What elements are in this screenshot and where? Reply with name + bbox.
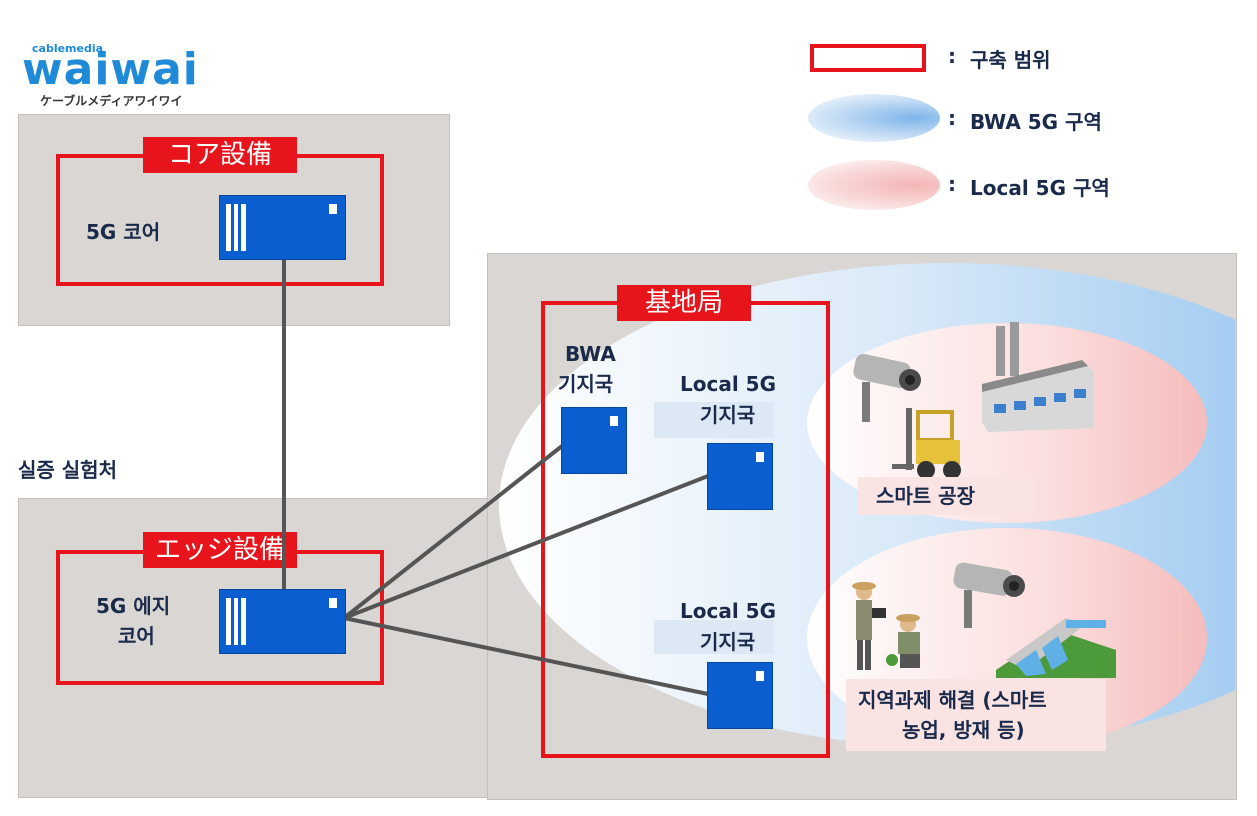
logo-small-text: cablemedia <box>32 42 104 55</box>
edge-local1-link <box>343 474 709 620</box>
security-camera-icon-2 <box>953 562 1025 628</box>
core-tag: コア設備 <box>143 137 297 173</box>
bwa-station-label-line1: BWA <box>565 342 616 366</box>
bwa-station-device <box>561 407 627 474</box>
local2-label-bg <box>654 620 774 654</box>
local2-label-line1: Local 5G <box>680 599 776 623</box>
legend-scope-label: 구축 범위 <box>970 48 1051 72</box>
core-device <box>219 195 346 260</box>
bwa-station-label-line2: 기지국 <box>558 372 614 396</box>
legend-scope-swatch <box>810 44 926 72</box>
legend-local-colon: : <box>948 172 956 196</box>
legend: : 구축 범위 : BWA 5G 구역 : Local 5G 구역 <box>800 30 1240 220</box>
legend-scope-colon: : <box>948 44 956 68</box>
local1-label-line2: 기지국 <box>700 403 756 427</box>
local2-label-line2: 기지국 <box>700 630 756 654</box>
legend-bwa-swatch <box>808 94 940 142</box>
security-camera-icon <box>853 353 921 422</box>
factory-icon <box>982 322 1094 432</box>
factory-label: 스마트 공장 <box>876 484 975 508</box>
edge-tag: エッジ設備 <box>143 532 297 568</box>
legend-bwa-label: BWA 5G 구역 <box>970 110 1102 134</box>
edge-bwa-link <box>342 444 564 620</box>
edge-label-line2: 코어 <box>118 624 155 648</box>
edge-label-line1: 5G 에지 <box>96 594 171 618</box>
legend-local-swatch <box>808 160 940 210</box>
dam-icon <box>996 618 1116 678</box>
logo-main-text: waiwai <box>22 44 199 95</box>
local1-label-bg <box>654 402 774 438</box>
local1-label-line1: Local 5G <box>680 372 776 396</box>
logo: cablemedia waiwai ケーブルメディアワイワイ <box>22 40 232 110</box>
local2-device <box>707 662 773 729</box>
legend-local-label: Local 5G 구역 <box>970 176 1110 200</box>
site-label: 실증 실험처 <box>18 458 117 482</box>
region-label-line1: 지역과제 해결 (스마트 <box>858 688 1047 712</box>
edge-local2-link <box>343 616 709 696</box>
region-label-line2: 농업, 방재 등) <box>902 718 1025 742</box>
legend-bwa-colon: : <box>948 106 956 130</box>
factory-label-bg <box>858 477 1036 515</box>
local1-device <box>707 443 773 510</box>
region-label-bg <box>846 679 1106 751</box>
edge-device <box>219 589 346 654</box>
farmers-icon <box>852 582 920 670</box>
core-label: 5G 코어 <box>86 220 161 244</box>
logo-sub-text: ケーブルメディアワイワイ <box>40 94 183 108</box>
forklift-icon <box>892 408 961 479</box>
base-tag: 基地局 <box>617 285 751 321</box>
